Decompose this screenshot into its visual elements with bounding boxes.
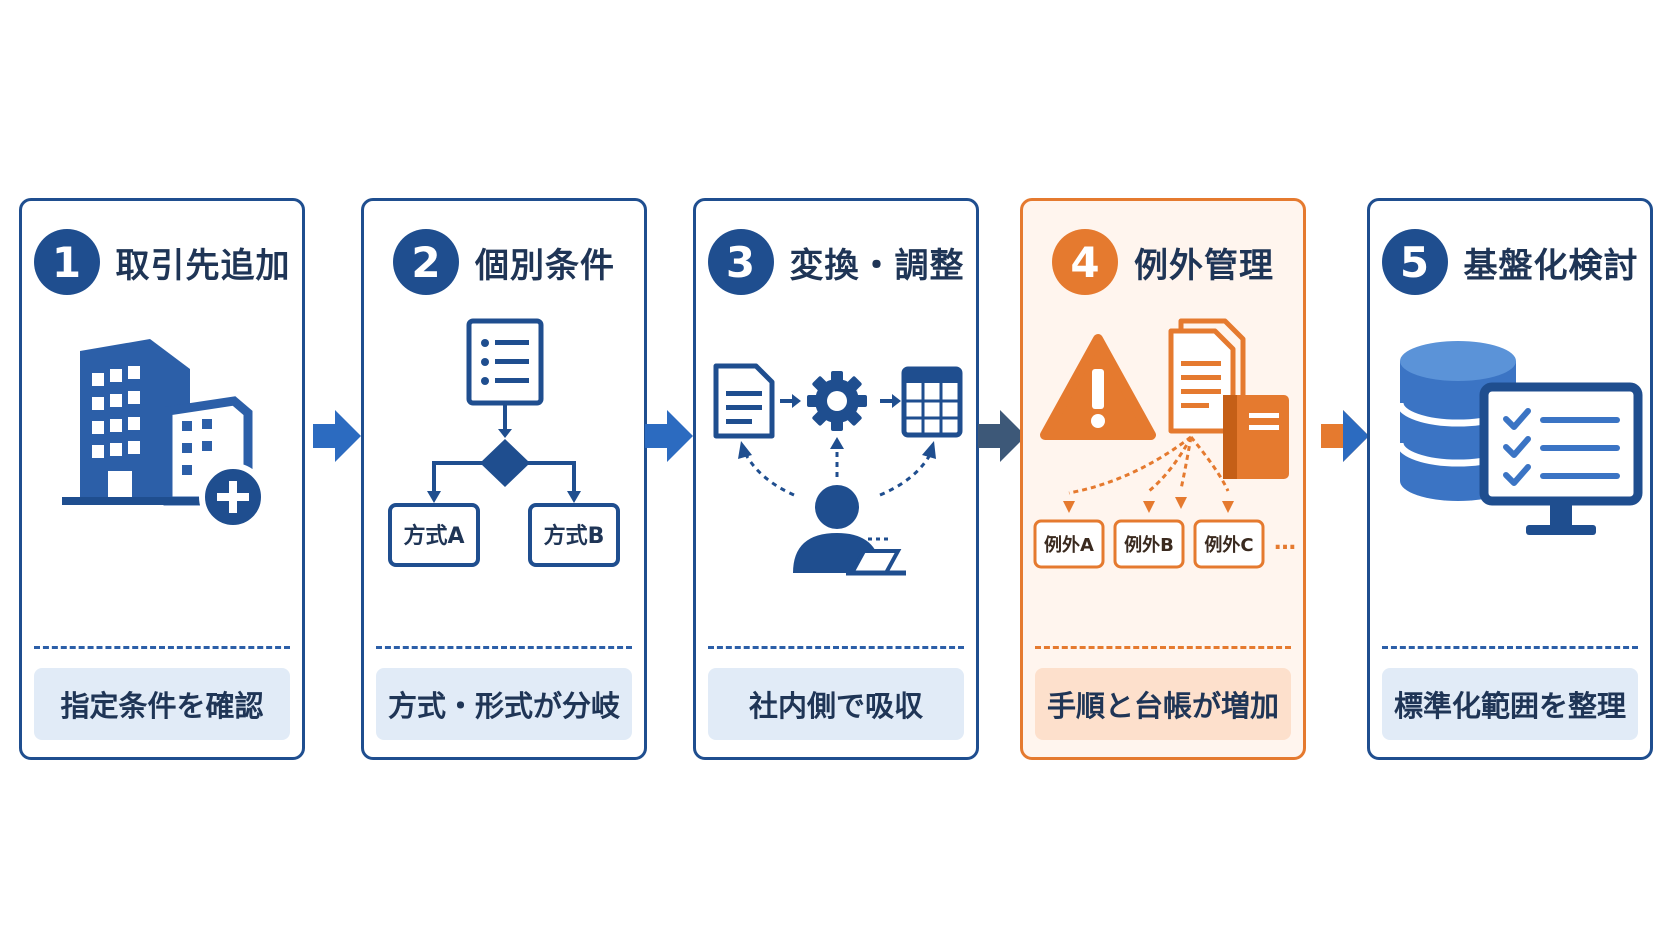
step-header: 5 基盤化検討 — [1370, 227, 1650, 297]
step-card-5: 5 基盤化検討 標準化範囲を整理 — [1367, 198, 1653, 760]
warning-icon — [1040, 334, 1156, 440]
flow-arrow-3-icon — [978, 410, 1026, 462]
dashed-divider — [1035, 646, 1291, 649]
plus-circle-icon — [199, 463, 267, 531]
step-number-badge: 4 — [1052, 229, 1118, 295]
spreadsheet-icon — [901, 366, 963, 438]
exception-box-c: 例外C — [1193, 519, 1265, 569]
dashed-divider — [376, 646, 632, 649]
step-illustration: 例外A 例外B 例外C … — [1033, 318, 1296, 569]
branch-box-b: 方式B — [528, 503, 620, 567]
step-caption: 標準化範囲を整理 — [1382, 668, 1638, 740]
step-title: 取引先追加 — [115, 245, 291, 286]
more-ellipsis: … — [1274, 530, 1296, 555]
step-card-4: 4 例外管理 — [1020, 198, 1306, 760]
step-illustration — [713, 363, 963, 576]
step-card-1: 1 取引先追加 指定条件を確認 — [19, 198, 305, 760]
step-caption: 手順と台帳が増加 — [1035, 668, 1291, 740]
step-card-2: 2 個別条件 方式A 方式B — [361, 198, 647, 760]
monitor-checklist-icon — [1479, 382, 1643, 535]
step-card-3: 3 変換・調整 — [693, 198, 979, 760]
step-number-badge: 2 — [393, 229, 459, 295]
document-icon — [713, 363, 775, 439]
exception-label-c: 例外C — [1204, 534, 1253, 556]
step-illustration: 方式A 方式B — [388, 318, 620, 567]
flow-arrow-1-icon — [313, 410, 361, 462]
step-illustration — [1396, 341, 1643, 535]
step-illustration — [62, 339, 267, 531]
gear-icon — [807, 371, 867, 431]
person-laptop-icon — [793, 485, 906, 576]
step-title: 基盤化検討 — [1463, 245, 1639, 286]
checklist-document-icon — [466, 318, 544, 406]
step-header: 4 例外管理 — [1023, 227, 1303, 297]
dashed-divider — [708, 646, 964, 649]
step-caption: 社内側で吸収 — [708, 668, 964, 740]
step-header: 3 変換・調整 — [696, 227, 976, 297]
dashed-divider — [1382, 646, 1638, 649]
step-header: 2 個別条件 — [364, 227, 644, 297]
decision-diamond-icon — [480, 439, 530, 487]
step-title: 個別条件 — [475, 245, 615, 286]
exception-label-a: 例外A — [1044, 534, 1094, 556]
flow-arrow-4-icon — [1321, 410, 1369, 462]
exception-box-b: 例外B — [1113, 519, 1185, 569]
step-caption: 指定条件を確認 — [34, 668, 290, 740]
dashed-divider — [34, 646, 290, 649]
flow-arrow-2-icon — [645, 410, 693, 462]
ledger-book-icon — [1223, 395, 1289, 479]
exception-box-a: 例外A — [1033, 519, 1105, 569]
documents-icon — [1168, 318, 1246, 434]
branch-box-a: 方式A — [388, 503, 480, 567]
step-number-badge: 3 — [707, 229, 774, 295]
branch-label-b: 方式B — [544, 523, 605, 549]
step-caption: 方式・形式が分岐 — [376, 668, 632, 740]
branch-label-a: 方式A — [403, 523, 464, 549]
step-number-badge: 5 — [1381, 229, 1448, 295]
step-title: 変換・調整 — [789, 245, 965, 286]
step-header: 1 取引先追加 — [22, 227, 302, 297]
step-title: 例外管理 — [1134, 245, 1274, 286]
step-number-badge: 1 — [33, 229, 100, 295]
exception-label-b: 例外B — [1124, 534, 1174, 556]
